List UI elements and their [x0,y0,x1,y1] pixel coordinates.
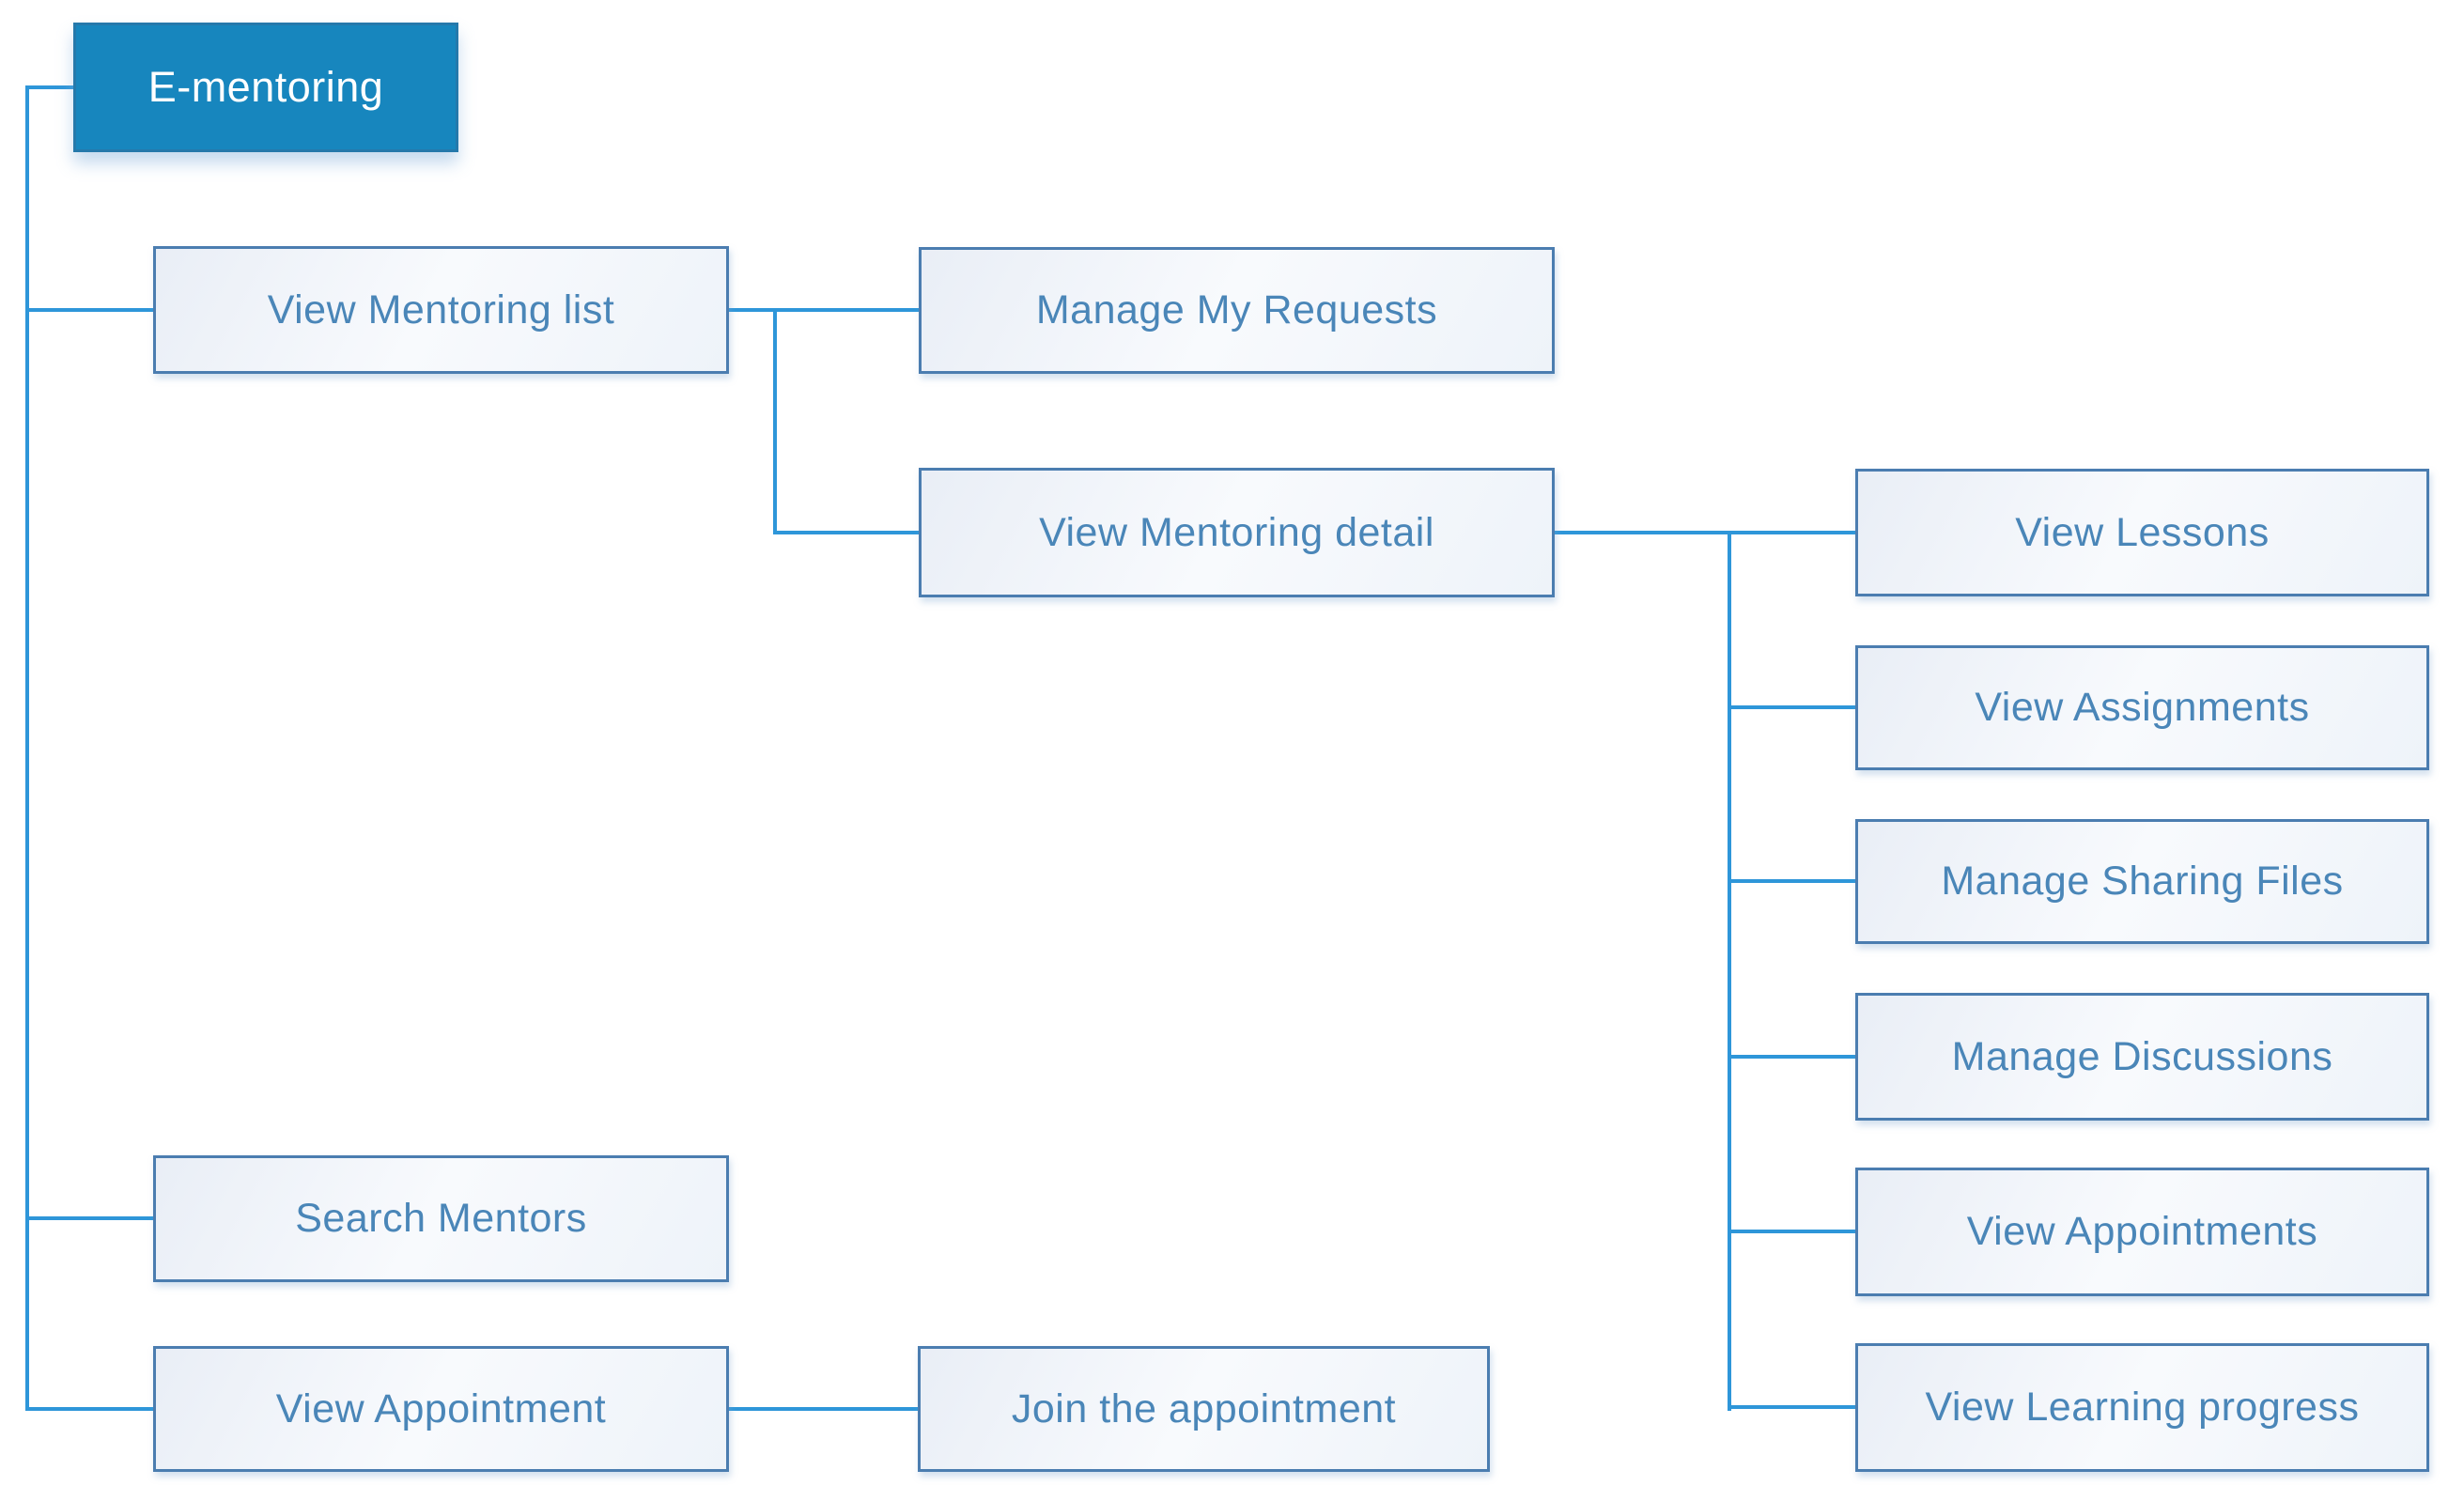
connector-detail-branch-vertical [1728,531,1731,1411]
node-view-learning-progress-label: View Learning progress [1925,1385,2360,1430]
node-search-mentors-label: Search Mentors [295,1196,587,1241]
node-view-appointment: View Appointment [153,1346,729,1472]
connector-to-view-mentoring-detail [773,531,919,534]
node-view-lessons: View Lessons [1855,469,2429,596]
node-manage-discussions: Manage Discussions [1855,993,2429,1121]
node-view-assignments-label: View Assignments [1975,685,2310,730]
connector-to-manage-sharing-files [1728,879,1855,883]
node-manage-sharing-files-label: Manage Sharing Files [1941,859,2344,904]
connector-to-view-appointment [25,1407,153,1411]
node-view-assignments: View Assignments [1855,645,2429,770]
node-view-lessons-label: View Lessons [2015,509,2270,555]
node-view-learning-progress: View Learning progress [1855,1343,2429,1472]
node-view-mentoring-list-label: View Mentoring list [267,286,615,333]
node-manage-sharing-files: Manage Sharing Files [1855,819,2429,944]
node-view-appointments-label: View Appointments [1966,1209,2318,1254]
node-manage-my-requests: Manage My Requests [919,247,1555,374]
node-manage-discussions-label: Manage Discussions [1951,1033,2333,1079]
node-view-appointments: View Appointments [1855,1168,2429,1296]
node-e-mentoring-label: E-mentoring [147,63,384,111]
connector-root-stub [25,85,73,89]
connector-to-join-the-appointment [729,1407,918,1411]
node-view-appointment-label: View Appointment [275,1385,607,1431]
connector-to-view-assignments [1728,705,1855,709]
node-view-mentoring-detail: View Mentoring detail [919,468,1555,597]
node-manage-my-requests-label: Manage My Requests [1035,287,1438,333]
node-view-mentoring-list: View Mentoring list [153,246,729,374]
connector-list-branch-vertical [773,308,777,534]
connector-to-view-appointments [1728,1230,1855,1233]
node-join-the-appointment-label: Join the appointment [1011,1385,1397,1431]
node-view-mentoring-detail-label: View Mentoring detail [1039,509,1434,555]
connector-to-view-learning-progress [1728,1405,1855,1409]
node-join-the-appointment: Join the appointment [918,1346,1490,1472]
connector-to-manage-discussions [1728,1055,1855,1059]
connector-root-trunk [25,85,29,1411]
connector-to-search-mentors [25,1216,153,1220]
connector-detail-to-view-lessons [1555,531,1855,534]
node-search-mentors: Search Mentors [153,1155,729,1282]
node-e-mentoring: E-mentoring [73,23,458,152]
connector-to-view-mentoring-list [25,308,153,312]
connector-list-to-manage-my-requests [729,308,919,312]
